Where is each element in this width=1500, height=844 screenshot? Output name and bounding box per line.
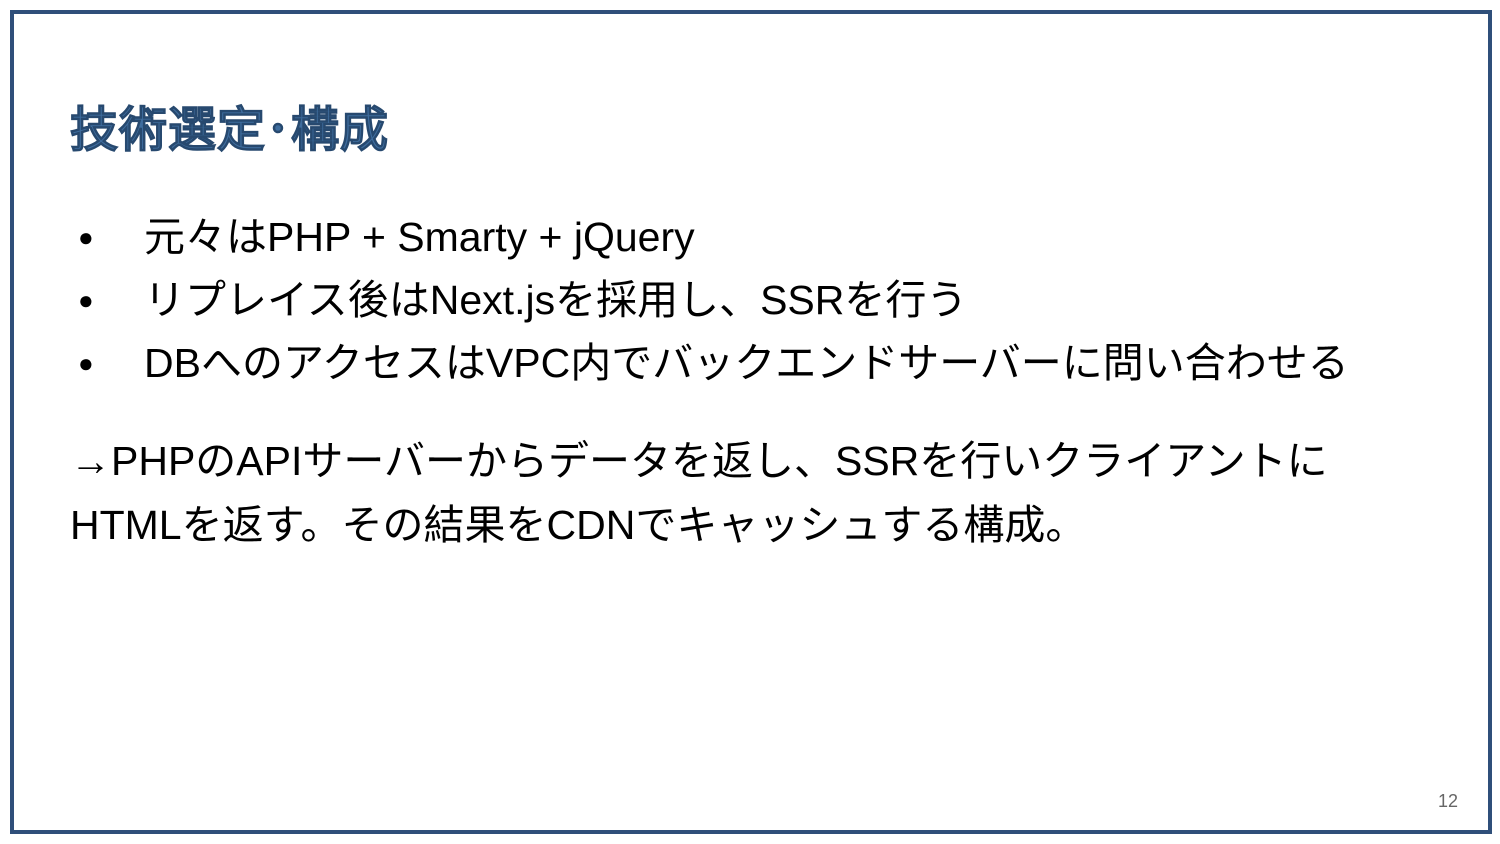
slide: 技術選定･構成 ● 元々はPHP + Smarty + jQuery ● リプレ… — [10, 10, 1492, 834]
page-number: 12 — [1437, 791, 1458, 811]
bullet-dot-icon: ● — [78, 222, 94, 252]
bullet-dot-icon: ● — [78, 285, 94, 315]
bullet-text: リプレイス後はNext.jsを採用し、SSRを行う — [144, 277, 968, 323]
summary-paragraph: →PHPのAPIサーバーからデータを返し、SSRを行いクライアントに HTMLを… — [70, 429, 1328, 557]
summary-line: HTMLを返す。その結果をCDNでキャッシュする構成。 — [70, 502, 1087, 548]
slide-title: 技術選定･構成 — [69, 104, 390, 158]
bullet-text: DBへのアクセスはVPC内でバックエンドサーバーに問い合わせる — [144, 340, 1349, 386]
bullet-dot-icon: ● — [78, 348, 94, 378]
summary-line: →PHPのAPIサーバーからデータを返し、SSRを行いクライアントに — [70, 438, 1328, 484]
bullet-text: 元々はPHP + Smarty + jQuery — [144, 214, 695, 260]
